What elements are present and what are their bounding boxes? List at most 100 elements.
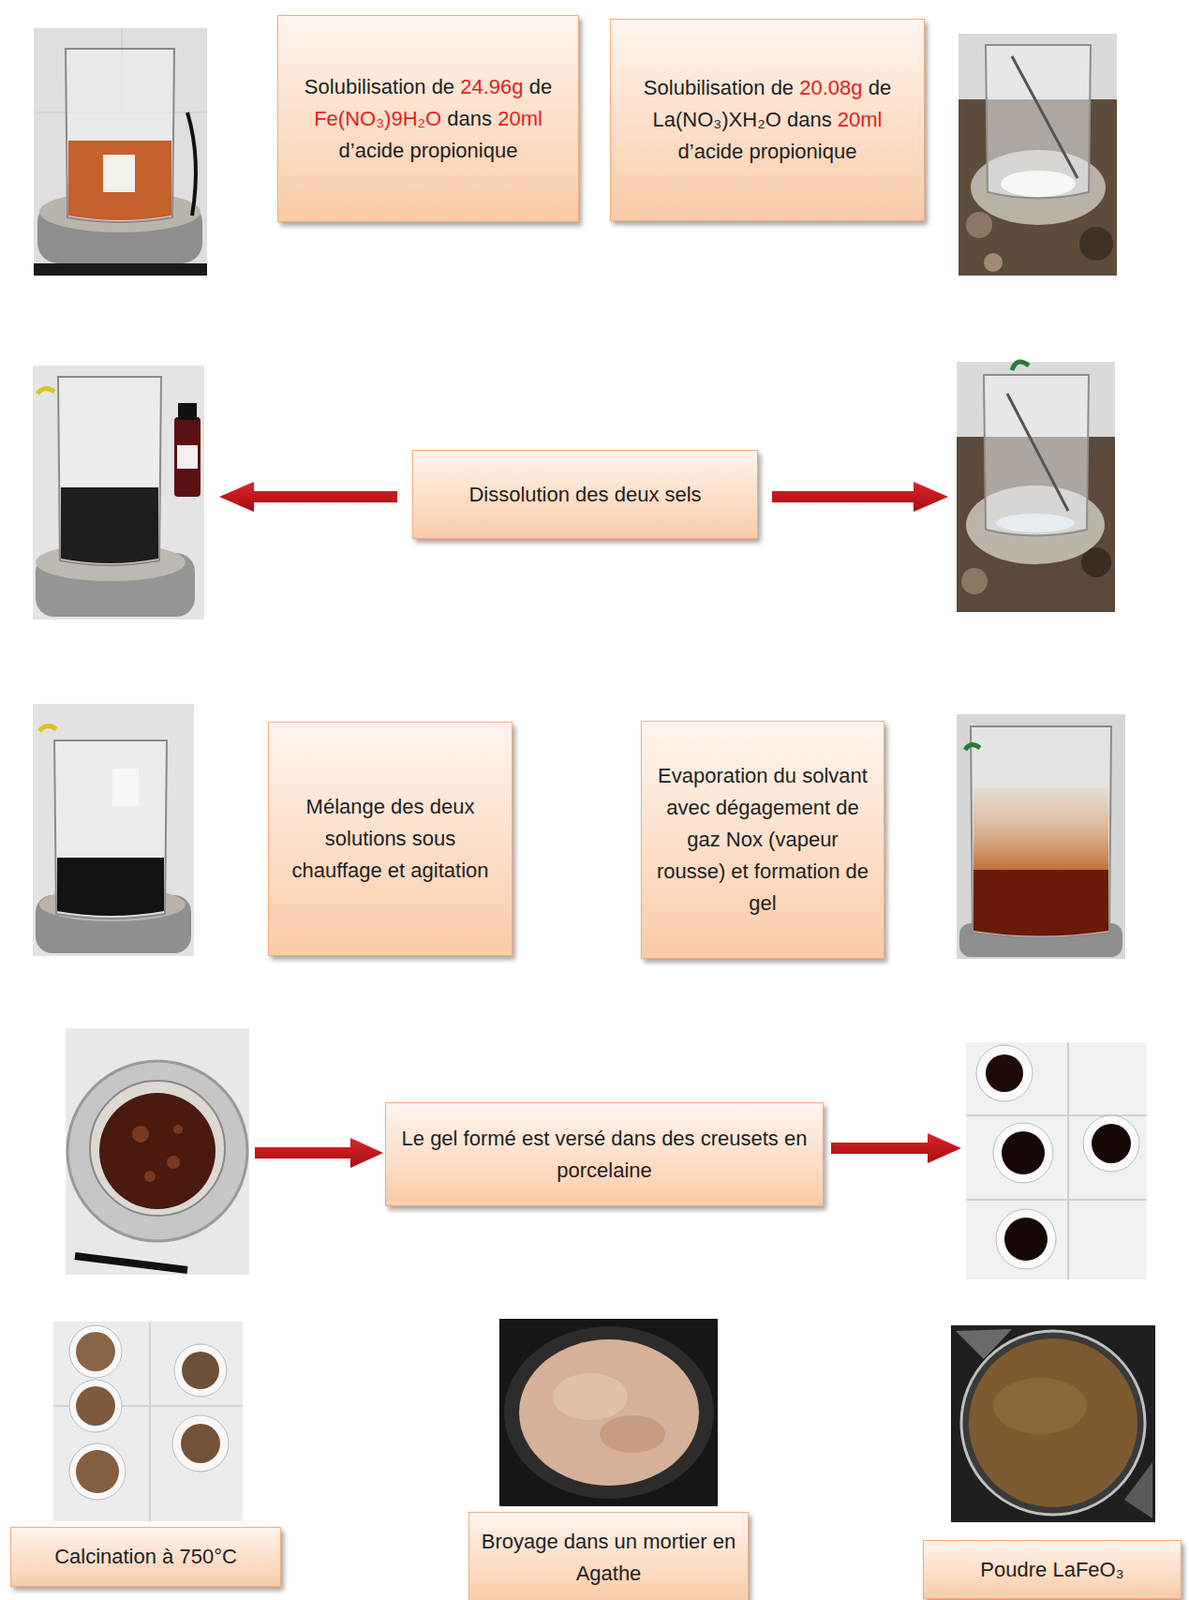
box-text: Evaporation du solvant avec dégagement d…	[653, 759, 873, 920]
box-text: Broyage dans un mortier en Agathe	[480, 1525, 737, 1590]
photo-gel	[65, 1027, 250, 1275]
photo-la-salt	[1000, 170, 1076, 197]
photo-powder	[951, 1324, 1156, 1522]
photo-crucibles-gel	[1091, 1123, 1131, 1163]
photo-la-dissolved	[983, 374, 1089, 536]
photo-gel	[173, 1124, 183, 1134]
photo-fe-dissolved	[58, 376, 162, 565]
highlight-value: Fe(NO₃)9H₂O	[313, 106, 442, 131]
highlight-value: 20.08g	[799, 75, 863, 100]
red-arrow	[219, 481, 962, 1168]
photo-la-salt	[966, 211, 993, 238]
photo-gel	[74, 1255, 188, 1270]
photo-fe-dissolved	[37, 387, 55, 394]
photo-fe-solution	[65, 48, 175, 223]
photo-gel	[65, 1027, 250, 1275]
photo-evaporation	[973, 787, 1109, 872]
box-text: Poudre LaFeO₃	[935, 1553, 1170, 1586]
photo-fe-dissolved	[60, 487, 159, 564]
process-box: Dissolution des deux sels	[412, 449, 758, 539]
process-box: Poudre LaFeO₃	[922, 1539, 1182, 1599]
photo-fe-solution	[33, 28, 208, 276]
photo-crucibles-gel	[1004, 1217, 1048, 1261]
photo-mortar	[552, 1372, 628, 1420]
photo-la-salt	[1011, 56, 1078, 179]
photo-fe-solution	[103, 154, 135, 193]
photo-calcined	[75, 1449, 119, 1493]
box-text: Dissolution des deux sels	[424, 478, 746, 511]
photo-evaporation	[965, 743, 981, 750]
photo-crucibles-gel	[985, 1054, 1024, 1092]
box-text: Solubilisation de 20.08g de La(NO₃)XH₂O …	[622, 72, 913, 168]
photo-mortar	[499, 1318, 718, 1506]
photo-evaporation	[973, 869, 1109, 937]
photo-crucibles-gel	[993, 1122, 1054, 1183]
photo-calcined	[172, 1414, 229, 1472]
red-arrow	[772, 481, 949, 512]
photo-mortar	[499, 1318, 718, 1506]
photo-crucibles-gel	[1067, 1041, 1070, 1279]
red-arrow	[219, 481, 398, 512]
photo-fe-solution	[68, 140, 172, 221]
process-box: Solubilisation de 20.08g de La(NO₃)XH₂O …	[609, 18, 925, 222]
highlight-value: 20ml	[497, 106, 543, 131]
photo-mixture	[54, 740, 167, 919]
photo-crucibles-gel	[1001, 1130, 1045, 1175]
photo-gel	[144, 1170, 156, 1182]
photo-crucibles-gel	[966, 1198, 1147, 1201]
photo-calcined	[174, 1343, 227, 1397]
process-box: Broyage dans un mortier en Agathe	[468, 1511, 749, 1600]
box-text: Solubilisation de 24.96g de Fe(NO₃)9H₂O …	[289, 71, 567, 167]
box-text: Mélange des deux solutions sous chauffag…	[280, 790, 501, 887]
box-text: Le gel formé est versé dans des creusets…	[397, 1122, 812, 1187]
photo-calcined	[53, 1321, 243, 1521]
photo-fe-dissolved	[32, 365, 205, 620]
box-text: Calcination à 750°C	[22, 1540, 269, 1573]
photo-powder	[993, 1377, 1087, 1434]
photo-fe-solution	[33, 28, 208, 276]
photo-gel	[132, 1125, 149, 1143]
photo-evaporation	[956, 713, 1126, 959]
process-box: Calcination à 750°C	[10, 1526, 282, 1587]
photo-la-dissolved	[1007, 393, 1069, 511]
photo-mortar	[519, 1338, 699, 1486]
process-box: Mélange des deux solutions sous chauffag…	[267, 721, 513, 956]
red-arrow	[254, 1137, 384, 1168]
photo-calcined	[148, 1321, 151, 1521]
photo-mixture	[32, 703, 194, 956]
photo-gel	[99, 1092, 216, 1209]
photo-calcined	[75, 1331, 116, 1371]
photo-la-salt	[985, 44, 1091, 199]
photo-calcined	[69, 1379, 122, 1432]
photo-gel	[89, 1080, 225, 1216]
highlight-value: 24.96g	[460, 74, 523, 99]
photo-calcined	[75, 1385, 116, 1426]
red-arrow	[831, 1132, 962, 1163]
photo-la-salt	[958, 33, 1117, 276]
photo-mixture	[32, 703, 194, 956]
photo-powder	[968, 1337, 1138, 1507]
photo-evaporation	[970, 726, 1112, 938]
photo-fe-solution	[187, 112, 196, 216]
photo-calcined	[181, 1351, 220, 1389]
process-box: Evaporation du solvant avec dégagement d…	[640, 720, 885, 959]
photo-crucibles-gel	[966, 1041, 1147, 1279]
photo-gel	[166, 1155, 180, 1169]
photo-fe-dissolved	[32, 365, 205, 620]
photo-mortar	[504, 1325, 714, 1499]
photo-crucibles-gel	[995, 1208, 1056, 1269]
photo-crucibles-gel	[966, 1114, 1147, 1116]
highlight-value: 20ml	[837, 107, 883, 132]
photo-la-dissolved	[961, 567, 988, 595]
process-box: Le gel formé est versé dans des creusets…	[385, 1101, 824, 1206]
photo-calcined	[53, 1321, 243, 1521]
photo-powder	[961, 1330, 1145, 1515]
photo-la-dissolved	[1011, 361, 1029, 371]
photo-mixture	[39, 725, 57, 731]
photo-calcined	[69, 1442, 126, 1500]
photo-crucibles-gel	[966, 1041, 1147, 1279]
photo-fe-solution	[33, 263, 208, 276]
process-box: Solubilisation de 24.96g de Fe(NO₃)9H₂O …	[277, 14, 580, 223]
